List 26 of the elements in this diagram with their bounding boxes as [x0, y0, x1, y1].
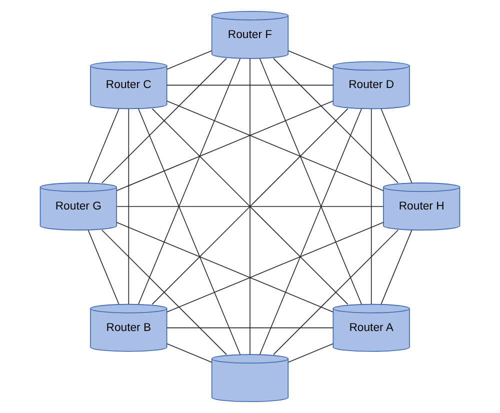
connector	[138, 108, 241, 355]
connector	[166, 327, 334, 328]
connector	[166, 100, 384, 192]
connector	[116, 206, 384, 207]
connector	[166, 222, 384, 312]
connector	[259, 108, 362, 355]
connector	[138, 58, 241, 305]
connector	[166, 50, 212, 70]
connector	[166, 84, 334, 86]
connector	[273, 230, 398, 355]
connector	[88, 230, 120, 305]
connector	[370, 108, 372, 305]
connector	[380, 108, 412, 184]
connector	[88, 108, 120, 184]
connector	[259, 58, 362, 305]
connector	[152, 108, 348, 305]
connector	[288, 343, 334, 363]
connector	[273, 58, 398, 184]
connector	[166, 343, 212, 363]
connector	[101, 230, 227, 355]
connector	[128, 108, 130, 305]
connector	[288, 50, 334, 70]
connector	[380, 230, 412, 305]
connector	[116, 100, 334, 192]
connector	[101, 58, 227, 184]
connector	[116, 222, 334, 312]
